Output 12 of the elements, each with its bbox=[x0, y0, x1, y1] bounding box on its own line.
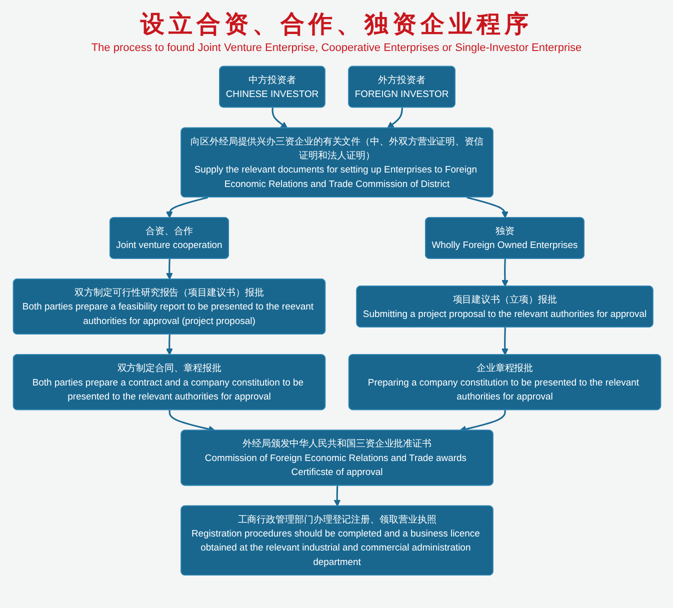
arrow bbox=[386, 108, 402, 128]
arrow bbox=[500, 327, 508, 356]
title: 设立合资、合作、独资企业程序 bbox=[140, 10, 532, 40]
subtitle: The process to found Joint Venture Enterprise, Cooperative Enterprises or Single-Investor Enterprise bbox=[91, 42, 582, 54]
arrow bbox=[458, 410, 506, 432]
arrow bbox=[165, 196, 208, 218]
arrow bbox=[466, 196, 508, 218]
arrow bbox=[333, 486, 340, 506]
arrow bbox=[165, 334, 172, 356]
arrow bbox=[501, 258, 508, 287]
arrow bbox=[165, 258, 172, 280]
arrow bbox=[271, 108, 288, 128]
